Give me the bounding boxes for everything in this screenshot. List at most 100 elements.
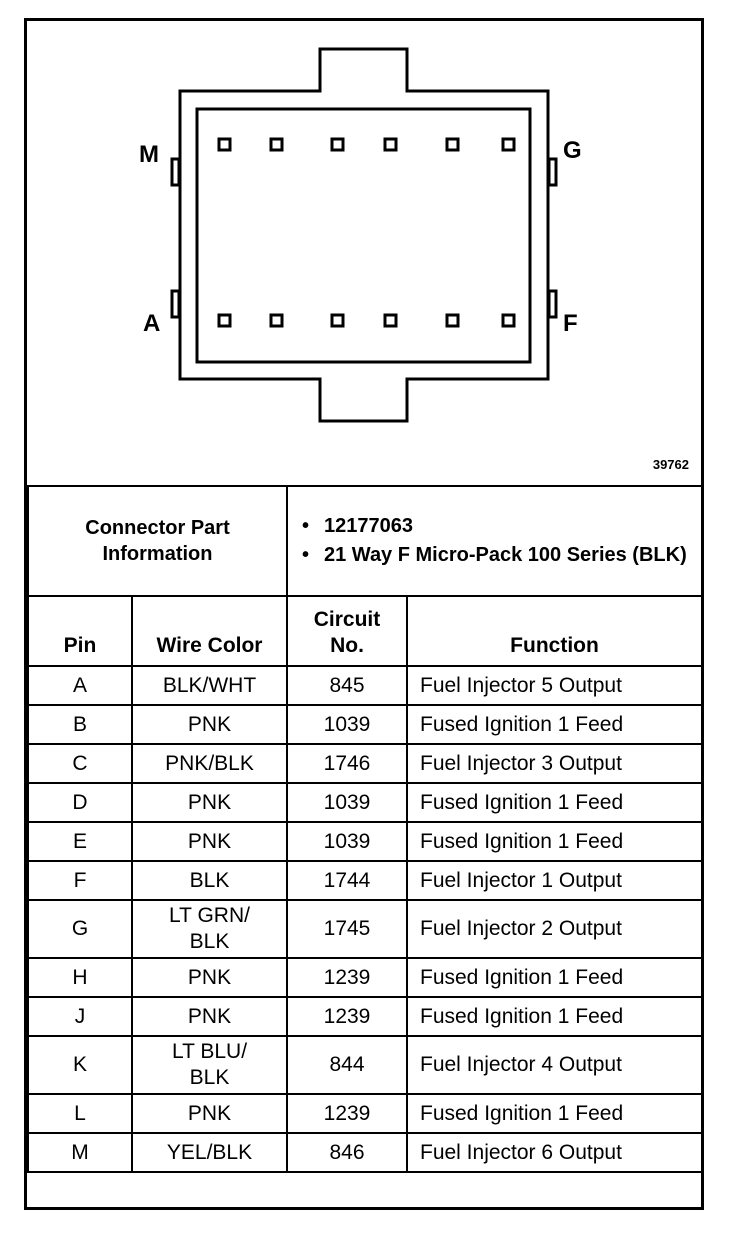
function-cell: Fuel Injector 5 Output xyxy=(405,665,704,706)
header-circuit-line2: No. xyxy=(330,634,364,657)
circuit-cell: 1746 xyxy=(286,743,408,784)
pin-cavity xyxy=(445,313,460,328)
wire-color-cell: PNK xyxy=(131,782,288,823)
pin-cell: F xyxy=(27,860,133,901)
pin-cavity xyxy=(269,313,284,328)
connector-housing-outline xyxy=(178,47,550,423)
pin-cell: K xyxy=(27,1035,133,1095)
connector-info-row: Connector Part Information 12177063 21 W… xyxy=(27,485,704,597)
connector-info-label-line2: Information xyxy=(102,543,213,565)
function-cell: Fuel Injector 3 Output xyxy=(405,743,704,784)
circuit-cell: 1239 xyxy=(286,996,408,1037)
function-cell: Fused Ignition 1 Feed xyxy=(405,957,704,998)
header-wire-color: Wire Color xyxy=(131,595,288,667)
circuit-cell: 1744 xyxy=(286,860,408,901)
wire-color-cell: PNK/BLK xyxy=(131,743,288,784)
function-cell: Fused Ignition 1 Feed xyxy=(405,821,704,862)
pin-cavity xyxy=(330,137,345,152)
pin-cell: E xyxy=(27,821,133,862)
wire-color-cell: BLK/WHT xyxy=(131,665,288,706)
connector-inner-cavity xyxy=(195,107,532,364)
pin-cell: G xyxy=(27,899,133,959)
wire-color-cell: PNK xyxy=(131,957,288,998)
function-cell: Fused Ignition 1 Feed xyxy=(405,704,704,745)
pin-cavity xyxy=(217,137,232,152)
latch-right-top xyxy=(547,157,558,187)
circuit-cell: 844 xyxy=(286,1035,408,1095)
pin-label-f: F xyxy=(563,310,578,337)
connector-info-label-line1: Connector Part xyxy=(85,517,230,539)
pin-cavity xyxy=(383,137,398,152)
wire-color-cell: LT BLU/BLK xyxy=(131,1035,288,1095)
function-cell: Fuel Injector 1 Output xyxy=(405,860,704,901)
circuit-cell: 1039 xyxy=(286,821,408,862)
latch-left-bottom xyxy=(170,289,181,319)
wire-color-line2: BLK xyxy=(189,930,230,953)
latch-right-bottom xyxy=(547,289,558,319)
pin-cavity xyxy=(269,137,284,152)
function-cell: Fused Ignition 1 Feed xyxy=(405,782,704,823)
wire-color-cell: PNK xyxy=(131,704,288,745)
wire-color-cell: PNK xyxy=(131,1093,288,1134)
pin-cavity xyxy=(217,313,232,328)
circuit-cell: 1039 xyxy=(286,704,408,745)
connector-info-label: Connector Part Information xyxy=(27,485,288,597)
wire-color-line1: LT BLU/ xyxy=(171,1040,248,1063)
pin-cavity xyxy=(501,313,516,328)
connector-drawing xyxy=(170,47,558,423)
circuit-cell: 845 xyxy=(286,665,408,706)
pinout-table: Connector Part Information 12177063 21 W… xyxy=(27,485,704,1173)
pin-label-g: G xyxy=(563,137,582,164)
pin-cell: L xyxy=(27,1093,133,1134)
function-cell: Fused Ignition 1 Feed xyxy=(405,1093,704,1134)
pin-cavity xyxy=(445,137,460,152)
function-cell: Fuel Injector 4 Output xyxy=(405,1035,704,1095)
header-pin: Pin xyxy=(27,595,133,667)
header-circuit: Circuit No. xyxy=(286,595,408,667)
connector-info-list: 12177063 21 Way F Micro-Pack 100 Series … xyxy=(285,485,704,597)
wire-color-cell: LT GRN/BLK xyxy=(131,899,288,959)
circuit-cell: 1039 xyxy=(286,782,408,823)
pin-label-m: M xyxy=(139,141,159,168)
wire-color-cell: PNK xyxy=(131,996,288,1037)
circuit-cell: 1239 xyxy=(286,1093,408,1134)
circuit-cell: 1239 xyxy=(286,957,408,998)
wire-color-cell: BLK xyxy=(131,860,288,901)
wire-color-line1: LT GRN/ xyxy=(169,904,250,927)
pin-cell: C xyxy=(27,743,133,784)
wire-color-line2: BLK xyxy=(189,1066,230,1089)
pin-cell: M xyxy=(27,1132,133,1173)
header-function: Function xyxy=(405,595,704,667)
pin-cell: D xyxy=(27,782,133,823)
pin-cell: A xyxy=(27,665,133,706)
connector-sheet: M G A F 39762 Connector Part Information… xyxy=(24,18,704,1210)
pin-cavity xyxy=(383,313,398,328)
pin-label-a: A xyxy=(143,310,161,337)
pin-cell: J xyxy=(27,996,133,1037)
connector-part-number: 12177063 xyxy=(302,512,691,541)
circuit-cell: 1745 xyxy=(286,899,408,959)
function-cell: Fuel Injector 2 Output xyxy=(405,899,704,959)
table-header-row: Pin Wire Color Circuit No. Function xyxy=(27,595,704,667)
function-cell: Fused Ignition 1 Feed xyxy=(405,996,704,1037)
pin-cell: H xyxy=(27,957,133,998)
function-cell: Fuel Injector 6 Output xyxy=(405,1132,704,1173)
pin-cell: B xyxy=(27,704,133,745)
wire-color-cell: PNK xyxy=(131,821,288,862)
latch-left-top xyxy=(170,157,181,187)
wire-color-cell: YEL/BLK xyxy=(131,1132,288,1173)
header-circuit-line1: Circuit xyxy=(313,608,381,631)
pin-cavity xyxy=(330,313,345,328)
figure-number: 39762 xyxy=(652,457,689,472)
